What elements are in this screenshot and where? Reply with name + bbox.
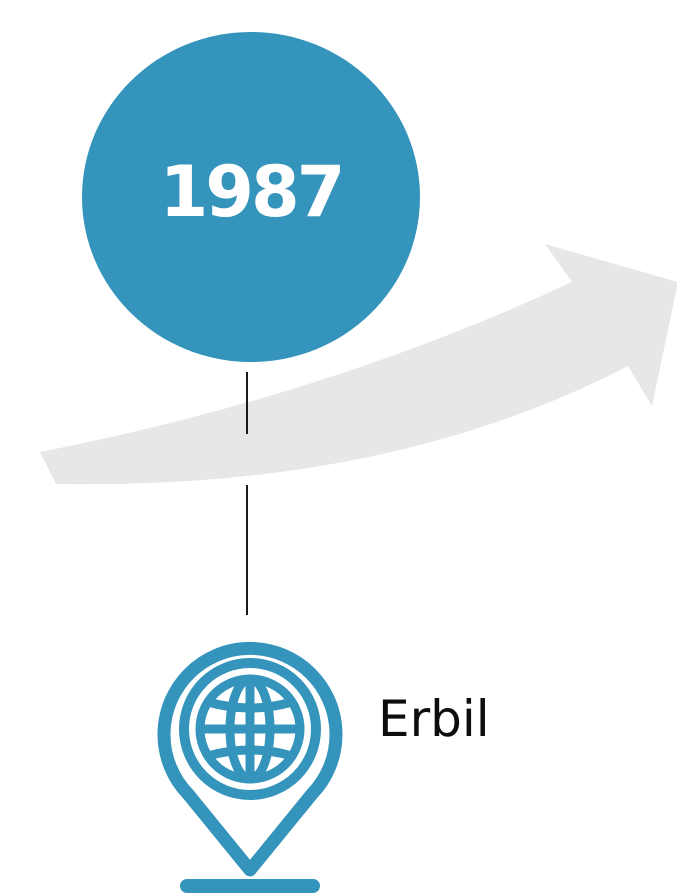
location-label: Erbil: [378, 690, 490, 748]
connector-line-bottom: [246, 485, 248, 615]
globe-icon: [195, 674, 305, 784]
globe-location-pin-icon: [157, 641, 343, 893]
pin-outline: [157, 641, 343, 877]
arrow-shape: [40, 244, 677, 485]
year-badge: 1987: [82, 32, 420, 362]
connector-line-top: [246, 372, 248, 434]
year-label: 1987: [159, 151, 346, 233]
pin-base: [180, 879, 320, 893]
pin-inner-ring: [179, 658, 321, 800]
